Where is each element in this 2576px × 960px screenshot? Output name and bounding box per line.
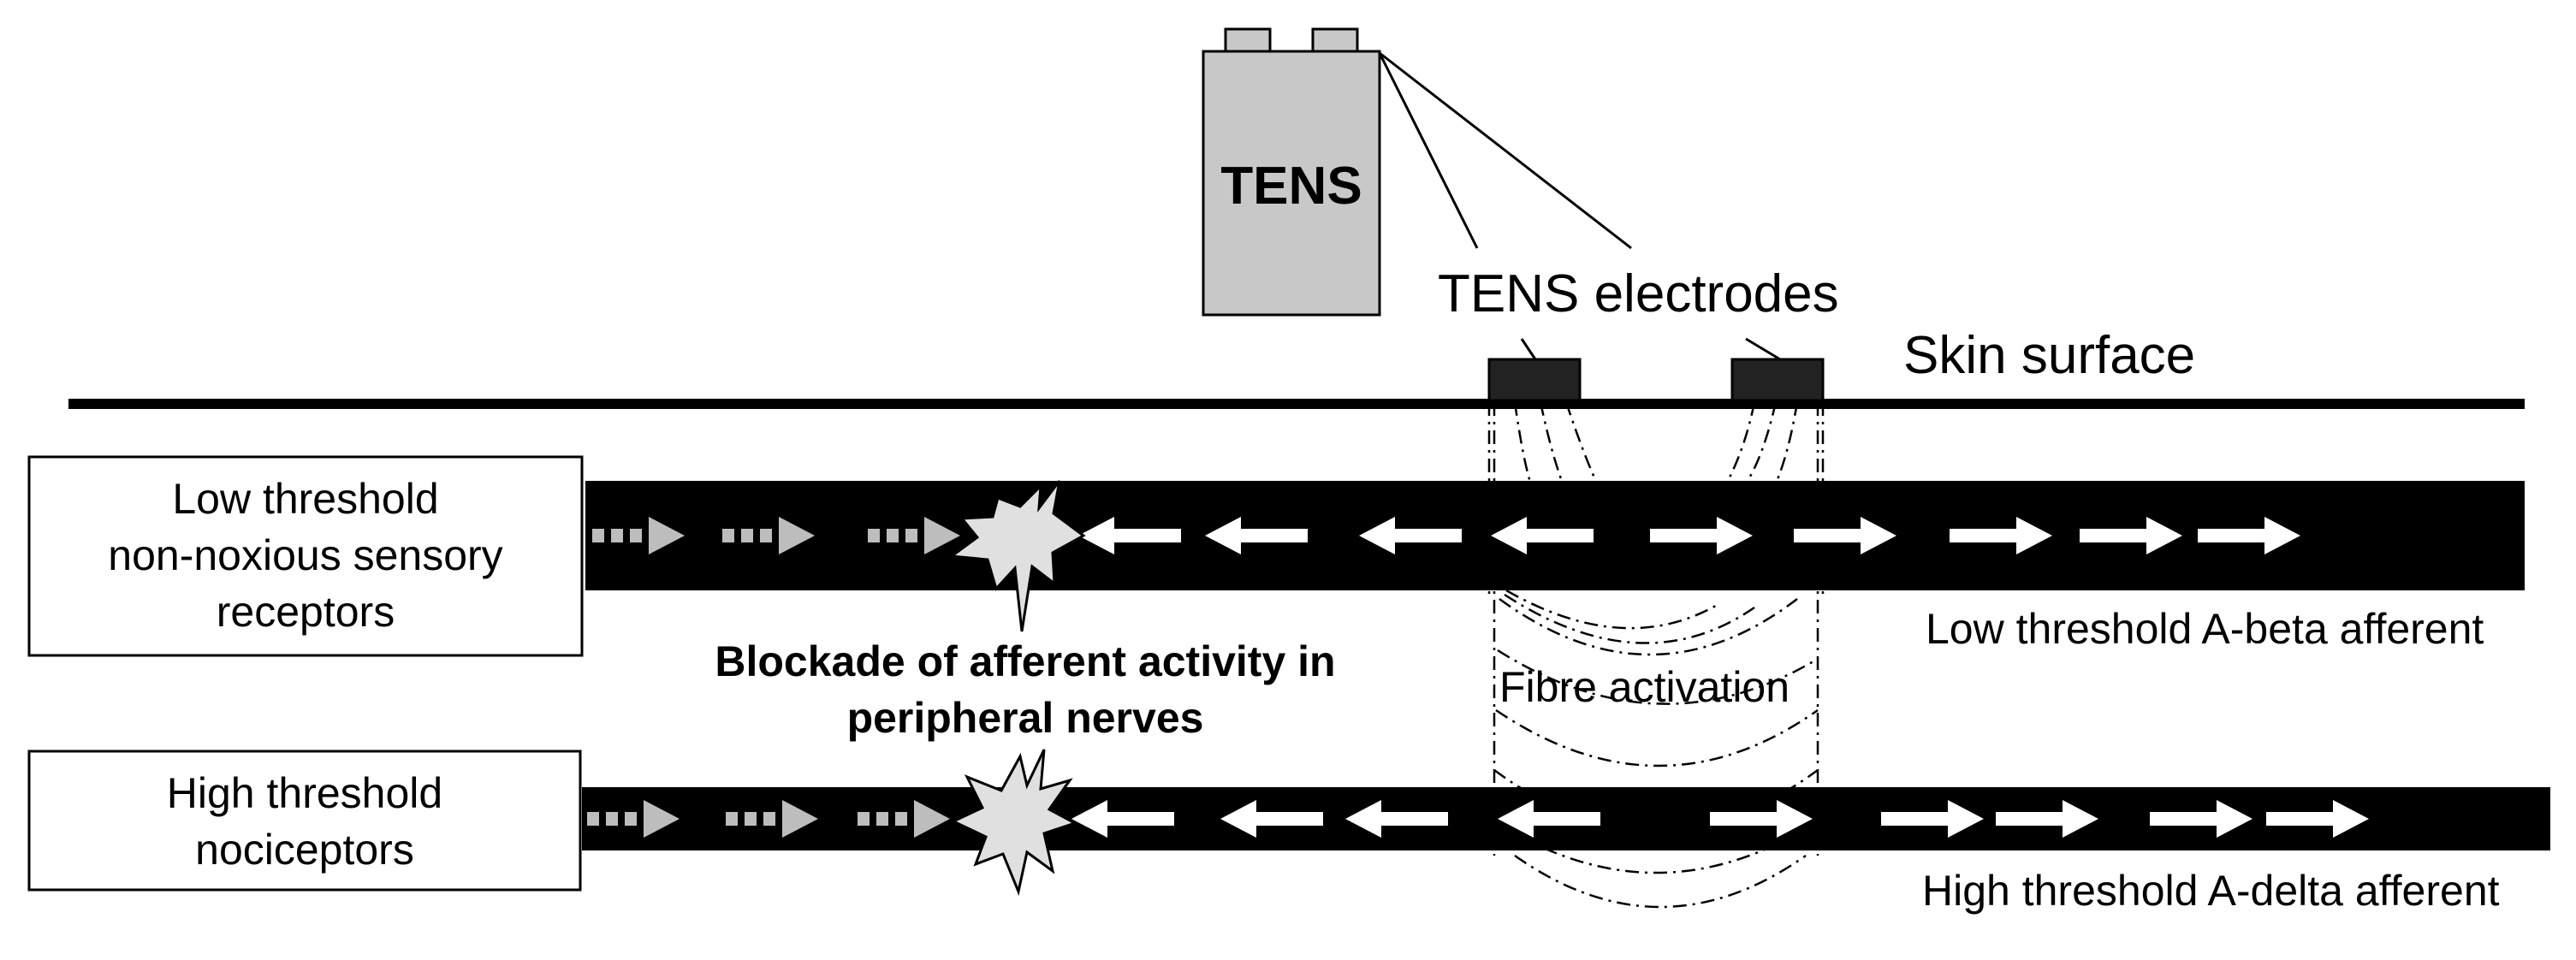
- electrical-field-lines: [1487, 401, 1825, 909]
- electrode-left: [1487, 358, 1582, 402]
- device-body: [1202, 50, 1381, 317]
- collision-starburst-icon: [947, 480, 1086, 632]
- lead-wire-2: [1379, 51, 1632, 250]
- receptor-low-line1: Low threshold: [172, 475, 438, 523]
- electrode-leads: [1378, 51, 1781, 361]
- fibre-a-beta-label: Low threshold A-beta afferent: [1926, 605, 2484, 653]
- tens-device-label: TENS: [1220, 157, 1362, 216]
- lead-wire-1: [1378, 52, 1479, 249]
- fibre-a-beta: [585, 481, 2525, 590]
- fibre-a-delta-label: High threshold A-delta afferent: [1922, 867, 2500, 915]
- receptor-low-line3: receptors: [217, 588, 395, 636]
- blockade-label-line1: Blockade of afferent activity in: [715, 637, 1335, 685]
- fibre-a-beta-upper-strip: [585, 481, 2525, 503]
- electrode-right: [1730, 358, 1825, 402]
- device-terminal-right: [1311, 27, 1359, 53]
- device-terminal-left: [1224, 27, 1272, 53]
- tens-device: TENS: [1202, 27, 1381, 317]
- receptor-low-box: Low threshold non-noxious sensory recept…: [27, 455, 584, 657]
- electrodes-label: TENS electrodes: [1438, 264, 1839, 323]
- collision-starburst-icon: [950, 749, 1078, 897]
- skin-surface-label: Skin surface: [1903, 326, 2195, 385]
- fibre-activation-label: Fibre activation: [1499, 663, 1790, 711]
- skin-surface-line: [68, 399, 2525, 409]
- blockade-label-line2: peripheral nerves: [847, 694, 1204, 742]
- receptor-high-line1: High threshold: [167, 769, 442, 817]
- receptor-high-box: High threshold nociceptors: [27, 750, 582, 892]
- electrode-pointer-1: [1520, 338, 1537, 360]
- fibre-a-beta-body: [585, 503, 2525, 590]
- receptor-high-line2: nociceptors: [195, 826, 414, 874]
- receptor-low-line2: non-noxious sensory: [108, 531, 502, 579]
- electrode-pointer-2: [1745, 337, 1781, 361]
